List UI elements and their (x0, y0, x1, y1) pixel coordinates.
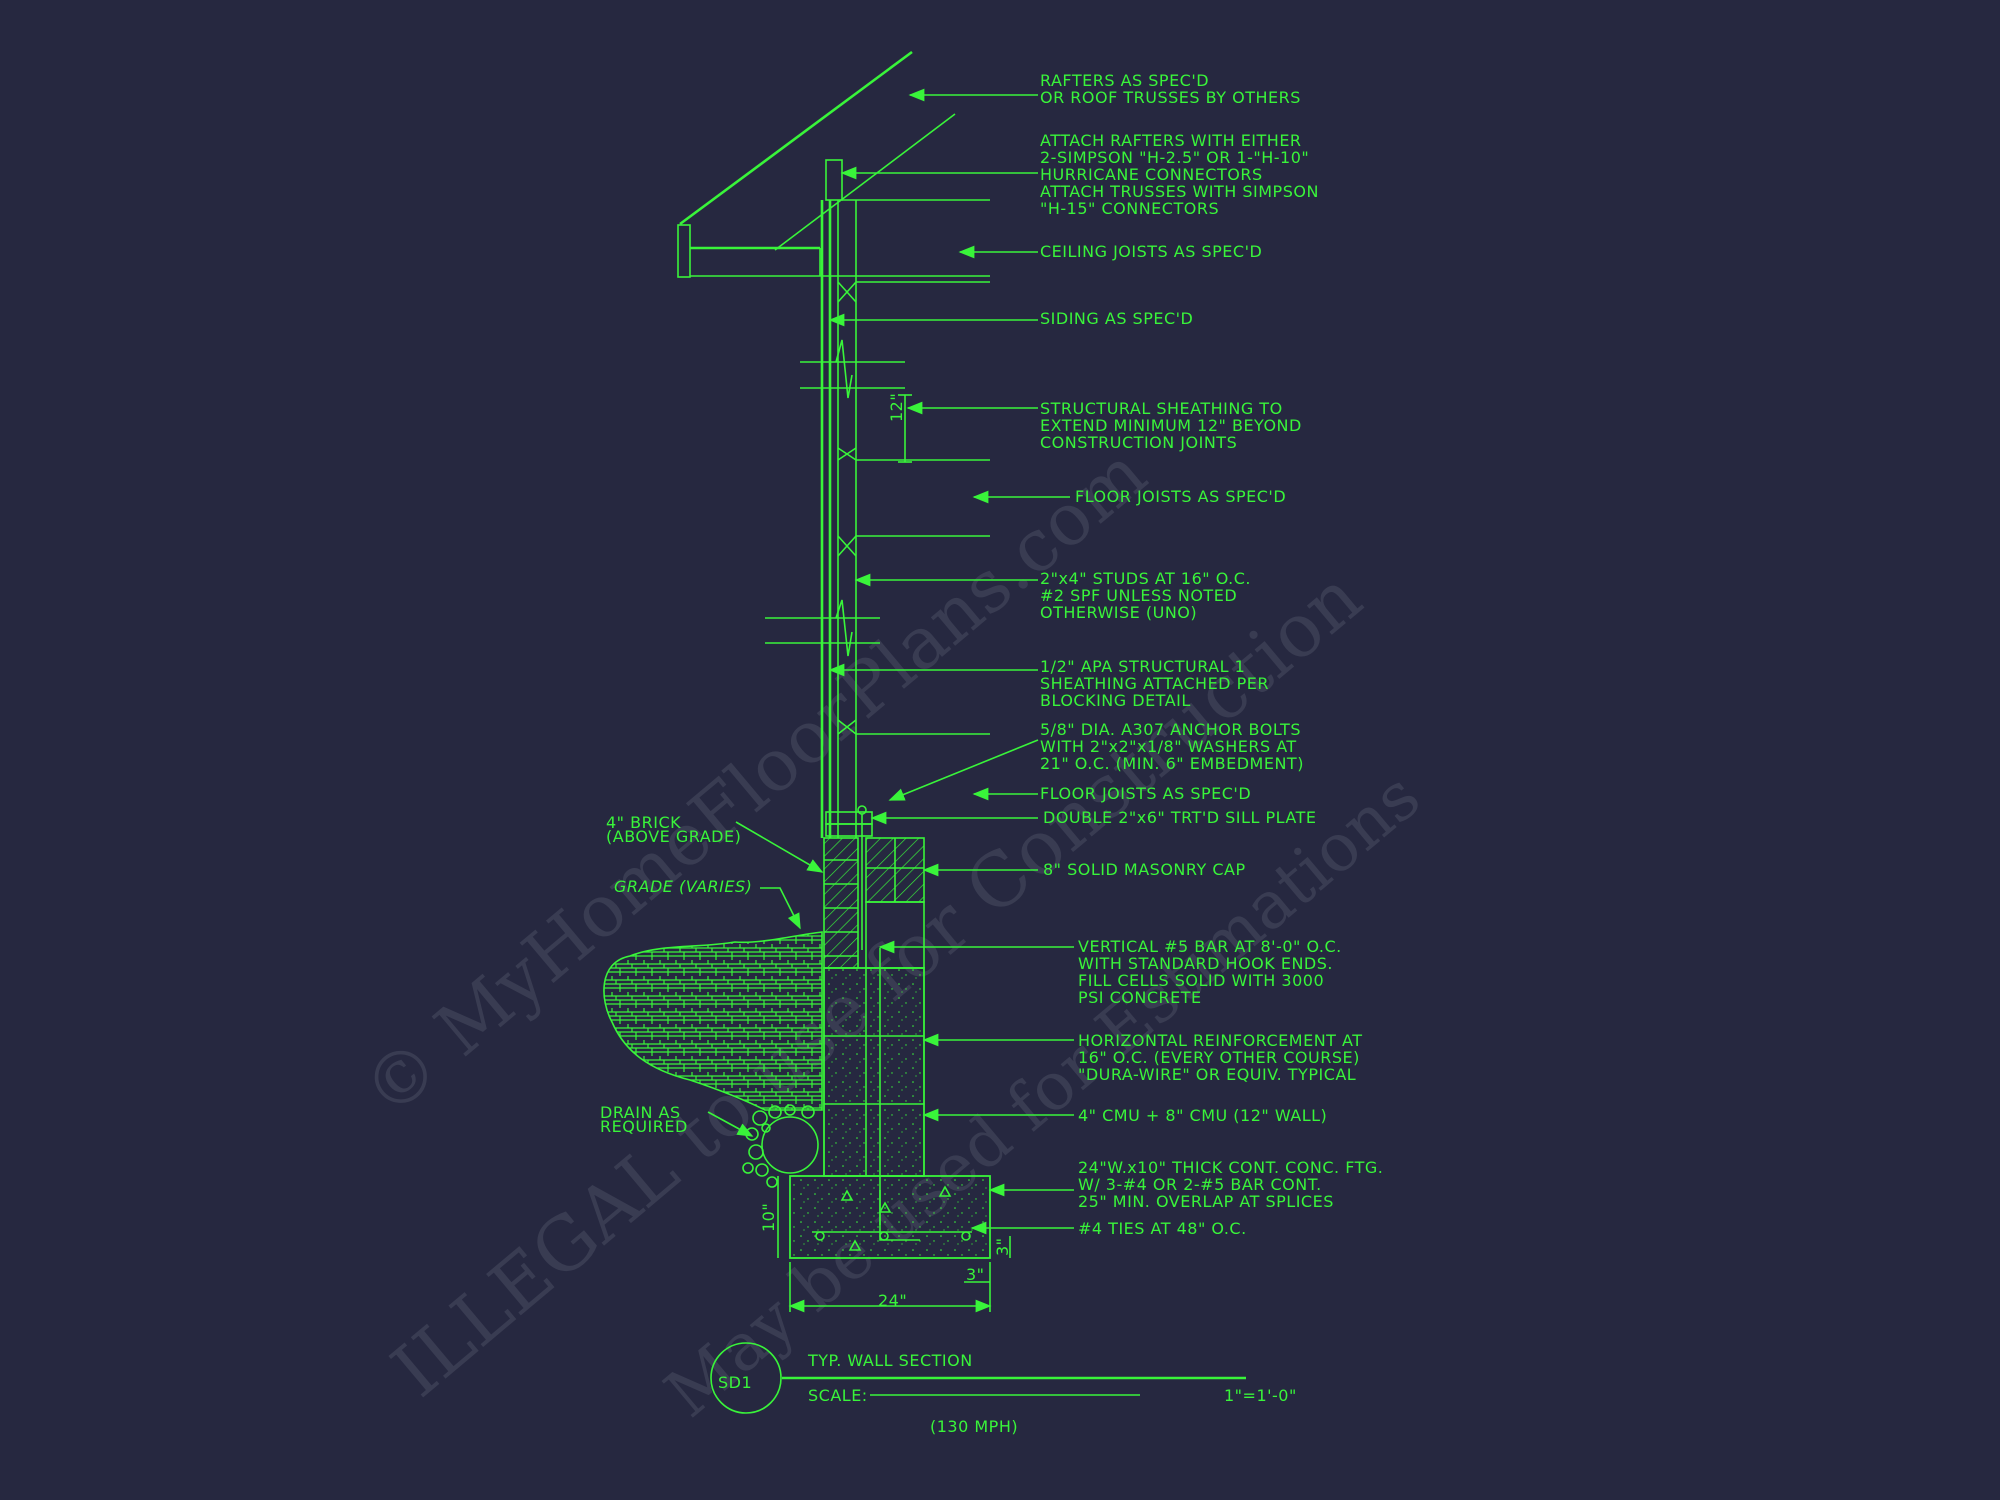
roof-framing (677, 50, 990, 278)
callout-footing: 24"W.x10" THICK CONT. CONC. FTG. W/ 3-#4… (1078, 1158, 1389, 1211)
drawing-title: TYP. WALL SECTION (807, 1351, 973, 1370)
dim-bar-cover-side: 3" (993, 1237, 1012, 1256)
dim-footing-height: 10" (759, 1203, 778, 1232)
footing: 24" 10" 3" 3" (759, 1175, 1012, 1313)
callout-floor-joists-lower: FLOOR JOISTS AS SPEC'D (1040, 784, 1251, 803)
callout-ceiling-joists: CEILING JOISTS AS SPEC'D (1040, 242, 1262, 261)
dim-bar-cover: 3" (966, 1265, 985, 1284)
callout-brick: 4" BRICK (ABOVE GRADE) (606, 813, 741, 846)
callout-structural-sheathing: STRUCTURAL SHEATHING TO EXTEND MINIMUM 1… (1040, 399, 1307, 452)
callout-grade: GRADE (VARIES) (614, 877, 752, 896)
dim-sheathing-overlap: 12" (887, 393, 906, 422)
callout-horizontal-reinforcement: HORIZONTAL REINFORCEMENT AT 16" O.C. (EV… (1078, 1031, 1368, 1084)
callout-vertical-bar: VERTICAL #5 BAR AT 8'-0" O.C. WITH STAND… (1078, 937, 1347, 1007)
scale-label: SCALE: (808, 1386, 868, 1405)
callout-ties: #4 TIES AT 48" O.C. (1078, 1219, 1247, 1238)
cmu-wall (823, 901, 925, 1225)
callout-masonry-cap: 8" SOLID MASONRY CAP (1043, 860, 1246, 879)
callout-anchor-bolts: 5/8" DIA. A307 ANCHOR BOLTS WITH 2"x2"x1… (1040, 720, 1307, 773)
wind-rating: (130 MPH) (930, 1417, 1018, 1436)
callout-floor-joists-upper: FLOOR JOISTS AS SPEC'D (1075, 487, 1286, 506)
callout-studs: 2"x4" STUDS AT 16" O.C. #2 SPF UNLESS NO… (1040, 569, 1257, 622)
callouts-left: 4" BRICK (ABOVE GRADE) GRADE (VARIES) DR… (600, 813, 752, 1136)
stud-wall: 12" (765, 200, 990, 838)
callout-drain: DRAIN AS REQUIRED (600, 1103, 688, 1136)
earth-fill (603, 931, 823, 1111)
masonry-cap (865, 837, 925, 903)
callout-sill-plate: DOUBLE 2"x6" TRT'D SILL PLATE (1043, 808, 1316, 827)
title-block: SD1 TYP. WALL SECTION SCALE: 1"=1'-0" (1… (710, 1342, 1297, 1436)
leader-lines (707, 88, 1074, 1235)
callout-rafters: RAFTERS AS SPEC'D OR ROOF TRUSSES BY OTH… (1040, 71, 1301, 107)
callout-hurricane-connectors: ATTACH RAFTERS WITH EITHER 2-SIMPSON "H-… (1040, 131, 1325, 218)
detail-id: SD1 (718, 1373, 752, 1392)
scale-value: 1"=1'-0" (1224, 1386, 1297, 1405)
callout-apa-sheathing: 1/2" APA STRUCTURAL 1 SHEATHING ATTACHED… (1040, 657, 1275, 710)
callouts-right: RAFTERS AS SPEC'D OR ROOF TRUSSES BY OTH… (1040, 71, 1389, 1238)
callout-siding: SIDING AS SPEC'D (1040, 309, 1193, 328)
callout-cmu: 4" CMU + 8" CMU (12" WALL) (1078, 1106, 1327, 1125)
dim-footing-width: 24" (878, 1291, 907, 1310)
brick-veneer (823, 837, 859, 969)
